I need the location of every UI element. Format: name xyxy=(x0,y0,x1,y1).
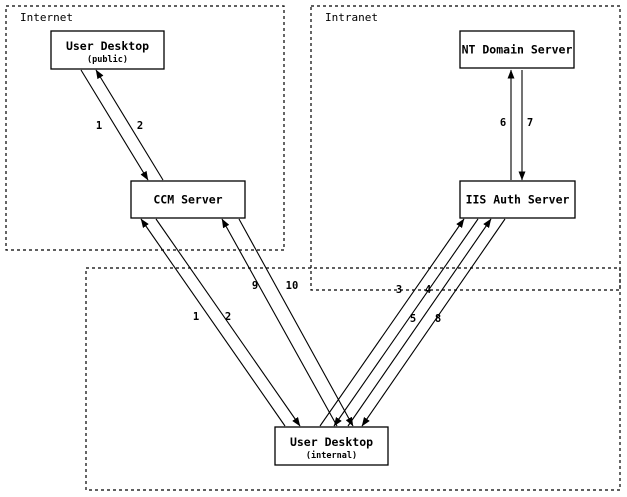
zone-label-intranet: Intranet xyxy=(325,11,378,24)
node-title-nt-domain-server: NT Domain Server xyxy=(462,43,573,57)
flow-step-label-9: 9 xyxy=(252,280,258,292)
zone-intranet: Intranet xyxy=(310,5,621,291)
node-title-ccm-server: CCM Server xyxy=(153,193,222,207)
node-box-user-desktop-public[interactable] xyxy=(50,30,165,70)
node-user-desktop-public[interactable]: User Desktop(public) xyxy=(50,30,165,70)
node-subtitle-user-desktop-public: (public) xyxy=(87,54,128,65)
flow-step-label-10: 10 xyxy=(286,280,299,292)
flow-labels-layer: 1 2 1 2 3 4 5 8 6 7 9 10 xyxy=(96,117,533,325)
zone-boundary-internet xyxy=(5,5,285,251)
flow-line-4-iis-auth-server-to-user-desktop-internal xyxy=(333,218,479,427)
node-iis-auth-server[interactable]: IIS Auth Server xyxy=(459,180,576,219)
node-title-user-desktop-internal: User Desktop xyxy=(290,435,373,449)
flow-step-label-7: 7 xyxy=(527,117,533,129)
node-box-user-desktop-internal[interactable] xyxy=(274,426,389,466)
node-title-iis-auth-server: IIS Auth Server xyxy=(466,193,570,207)
zone-internet: Internet xyxy=(5,5,285,251)
flow-step-label-2: 2 xyxy=(225,311,231,323)
node-box-nt-domain-server[interactable] xyxy=(459,30,575,69)
flow-line-1-user-desktop-internal-to-ccm-server xyxy=(140,218,286,427)
flow-step-label-2: 2 xyxy=(137,120,143,132)
flow-step-label-1: 1 xyxy=(96,120,102,132)
node-nt-domain-server[interactable]: NT Domain Server xyxy=(459,30,575,69)
zone-boundary-internal-lan xyxy=(85,267,621,491)
node-subtitle-user-desktop-internal: (internal) xyxy=(306,450,357,461)
flow-line-5-user-desktop-internal-to-iis-auth-server xyxy=(347,218,492,427)
flow-line-3-user-desktop-internal-to-iis-auth-server xyxy=(319,218,465,427)
flow-line-10-ccm-server-to-user-desktop-internal xyxy=(238,218,354,427)
flow-step-label-8: 8 xyxy=(435,313,441,325)
flow-step-label-5: 5 xyxy=(410,313,416,325)
zones-layer: Internet Intranet xyxy=(5,5,621,491)
flow-step-label-1: 1 xyxy=(193,311,199,323)
node-user-desktop-internal[interactable]: User Desktop(internal) xyxy=(274,426,389,466)
node-box-iis-auth-server[interactable] xyxy=(459,180,576,219)
flow-line-9-user-desktop-internal-to-ccm-server xyxy=(221,218,338,427)
flow-step-label-3: 3 xyxy=(396,284,402,296)
node-title-user-desktop-public: User Desktop xyxy=(66,39,149,53)
flow-line-2-ccm-server-to-user-desktop-public xyxy=(95,69,164,181)
zone-internal-lan xyxy=(85,267,621,491)
flow-line-8-iis-auth-server-to-user-desktop-internal xyxy=(361,218,506,427)
flow-step-label-6: 6 xyxy=(500,117,506,129)
node-box-ccm-server[interactable] xyxy=(130,180,246,219)
node-ccm-server[interactable]: CCM Server xyxy=(130,180,246,219)
flow-step-label-4: 4 xyxy=(425,284,431,296)
flow-line-2-ccm-server-to-user-desktop-internal xyxy=(155,218,301,427)
flows-layer xyxy=(80,69,526,427)
flow-line-1-user-desktop-public-to-ccm-server xyxy=(80,69,149,181)
zone-boundary-intranet xyxy=(310,5,621,291)
zone-label-internet: Internet xyxy=(20,11,73,24)
